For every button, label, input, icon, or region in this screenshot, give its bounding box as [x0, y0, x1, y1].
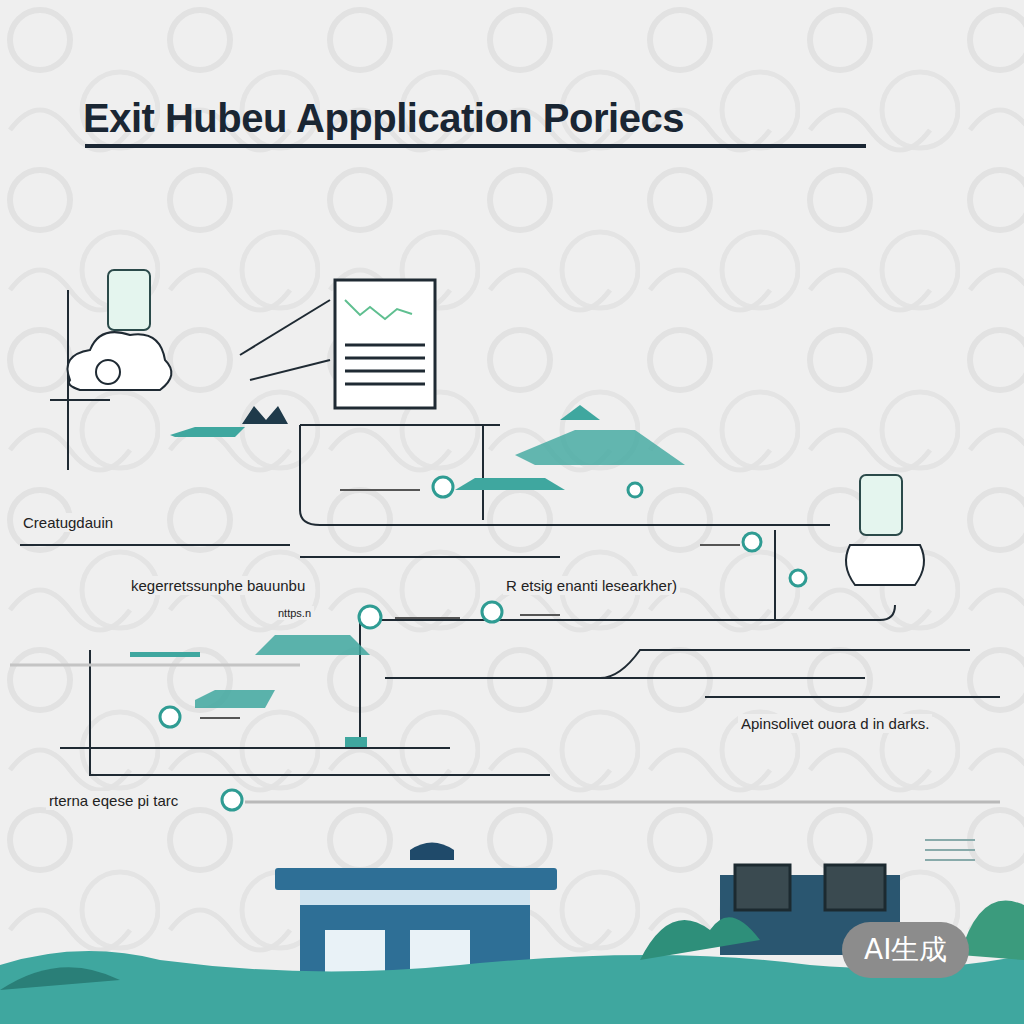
note-label: rterna eqese pi tarc [46, 791, 181, 810]
watermark: AI生成 [842, 922, 969, 978]
note-label: Apinsolivet ouora d in darks. [738, 714, 932, 733]
diagram-title: Exit Hubeu Appplication Poriecs [83, 96, 684, 141]
small-label: nttps.n [275, 606, 314, 620]
flow-label: kegerretssunphe bauunbu [128, 576, 308, 595]
side-label: Creatugdauin [20, 513, 116, 532]
flow-label: R etsig enanti lesearkher) [503, 576, 680, 595]
